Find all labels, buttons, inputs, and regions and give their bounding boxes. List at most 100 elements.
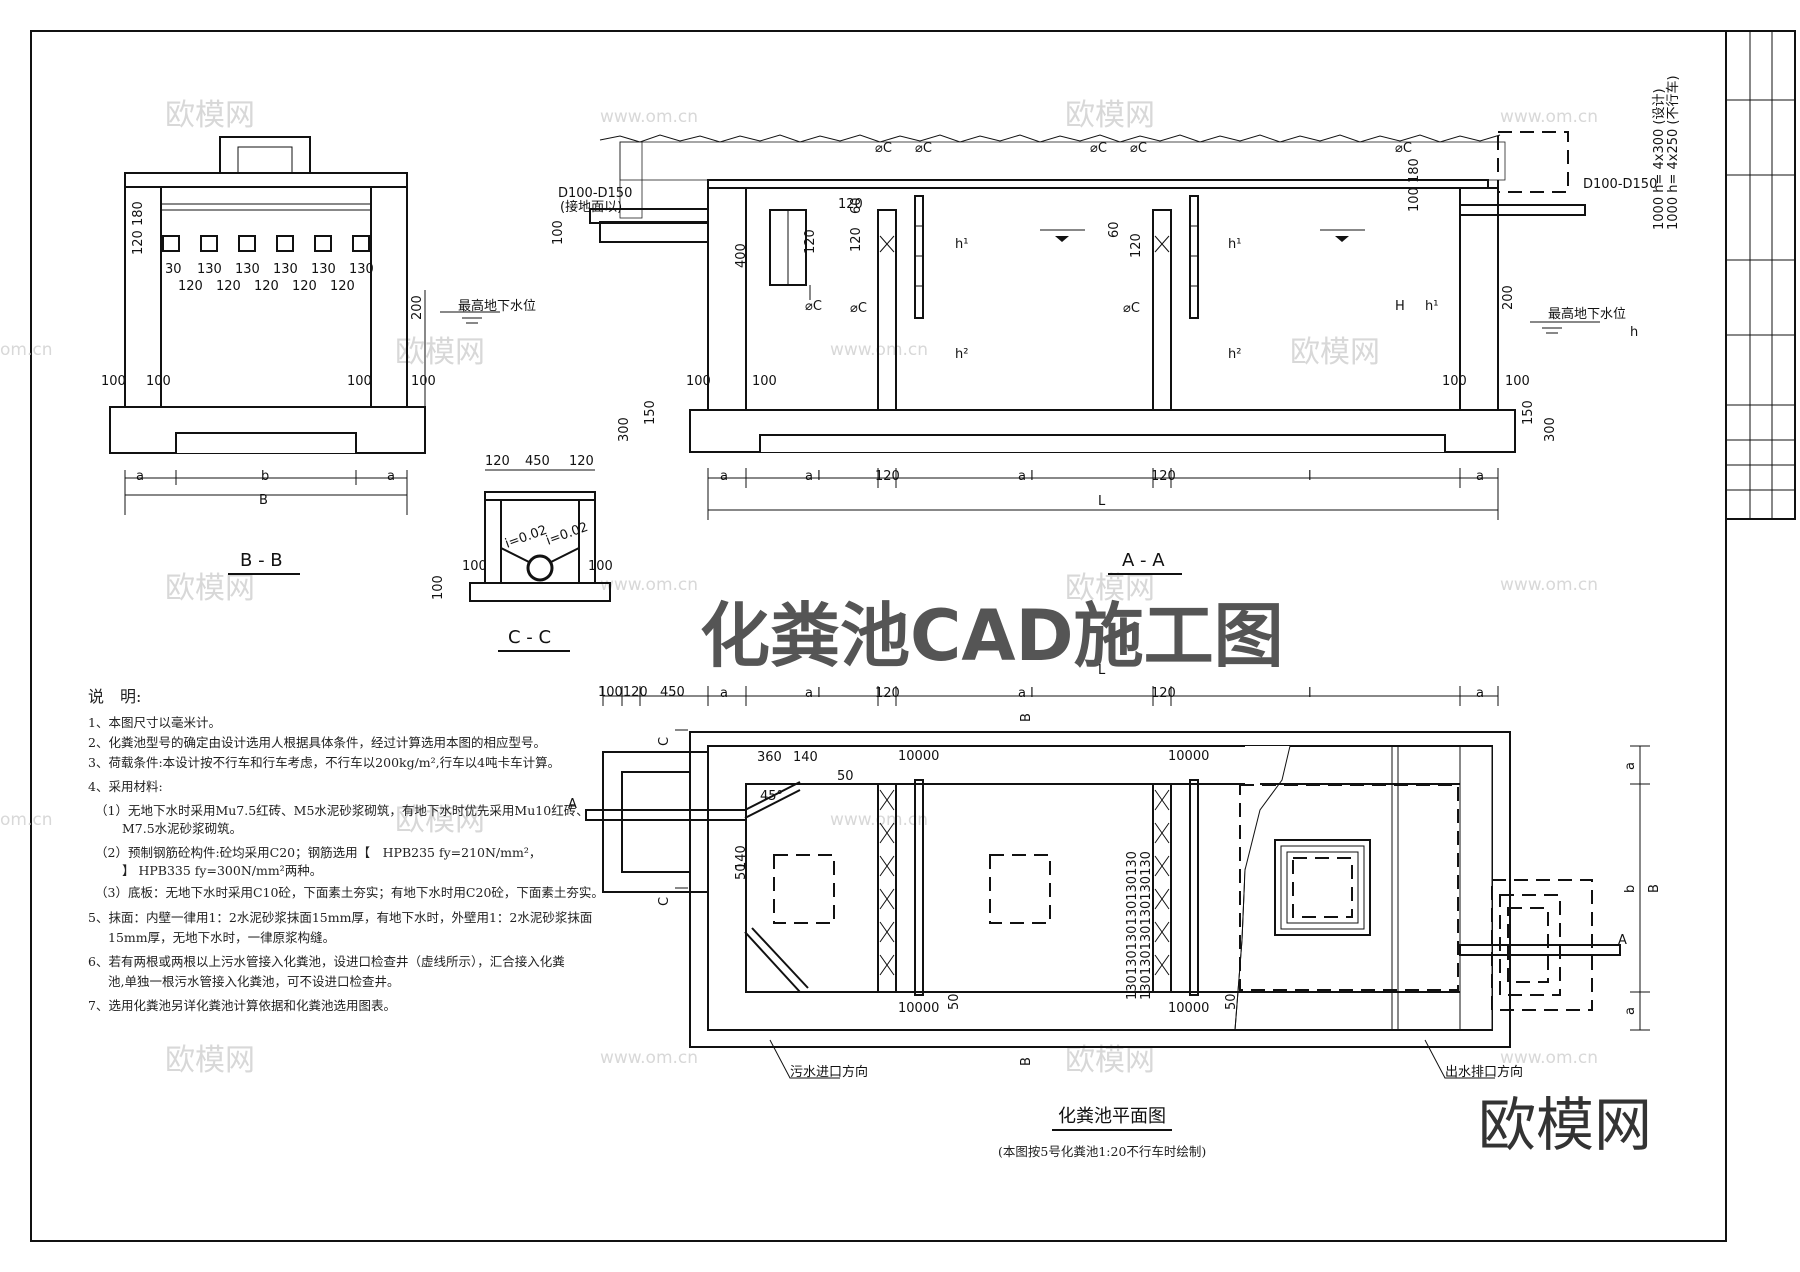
dimension-label: 450 — [525, 454, 550, 469]
section-bb-label: B - B — [240, 550, 283, 571]
section-b-b: 30 130 130 130 130 130 120 120 120 120 1… — [101, 136, 536, 575]
dimension-label: 100 — [1505, 374, 1530, 389]
dimension-label: 60 — [1107, 221, 1122, 238]
note-line: 池,单独一根污水管接入化粪池，可不设进口检查井。 — [108, 974, 399, 989]
dimension-label: 100 — [588, 559, 613, 574]
dimension-label: 100 180 — [1407, 158, 1422, 212]
dimension-label: 100 — [146, 374, 171, 389]
page-title: 化粪池CAD施工图 — [700, 595, 1284, 677]
watermark-cn: 欧模网 — [1065, 571, 1155, 606]
dimension-label: 130130130130130130 — [1125, 851, 1140, 1000]
dimension-label: b — [1623, 885, 1638, 893]
plan-title: 化粪池平面图 — [1058, 1106, 1166, 1127]
dimension-label: 100 — [1442, 374, 1467, 389]
dimension-label: A — [1618, 933, 1627, 948]
dimension-label: B — [259, 493, 268, 508]
note-line: （3）底板：无地下水时采用C10砼，下面素土夯实；有地下水时用C20砼，下面素土… — [95, 885, 604, 900]
dimension-label: a l — [1018, 686, 1034, 701]
dimension-label: 130 — [311, 262, 336, 277]
watermark-url: www.om.cn — [830, 340, 928, 360]
dimension-label: 100 — [752, 374, 777, 389]
dimension-label: h¹ — [1425, 299, 1438, 314]
dimension-label: 120 — [292, 279, 317, 294]
dimension-label: 120 — [1151, 469, 1176, 484]
dimension-label: 50 — [837, 769, 854, 784]
dimension-label: a — [136, 469, 144, 484]
dimension-label: 120 — [330, 279, 355, 294]
watermark-cn: 欧模网 — [165, 571, 255, 606]
dimension-label: i=0.02 — [503, 523, 549, 552]
outlet-pipe-label: D100-D150 — [1583, 177, 1657, 192]
dimension-label: 400 — [734, 243, 749, 268]
dimension-label: l — [1308, 469, 1312, 484]
section-cc-label: C - C — [508, 627, 551, 648]
dimension-label: a — [1623, 1007, 1638, 1015]
dimension-label: 120 — [849, 227, 864, 252]
dimension-label: 污水进口方向 — [790, 1064, 868, 1080]
dimension-label: ⌀C — [915, 141, 932, 156]
watermark-url: www.om.cn — [600, 575, 698, 595]
dimension-label: i=0.02 — [544, 520, 590, 549]
note-line: （2）预制钢筋砼构件:砼均采用C20；钢筋选用【 HPB235 fy=210N/… — [95, 845, 541, 860]
watermark-cn: 欧模网 — [1065, 98, 1155, 133]
dimension-label: 120 180 — [131, 201, 146, 255]
plan-subtitle: (本图按5号化粪池1:20不行车时绘制) — [998, 1144, 1206, 1159]
dimension-label: A — [568, 797, 577, 812]
dimension-label: 120 — [178, 279, 203, 294]
dimension-label: 120 — [1151, 686, 1176, 701]
dimension-label: 100 — [686, 374, 711, 389]
dimension-label: L — [1098, 663, 1106, 678]
dimension-label: 10000 — [898, 1001, 939, 1016]
dimension-label: 130 — [235, 262, 260, 277]
note-line: 2、化粪池型号的确定由设计选用人根据具体条件，经过计算选用本图的相应型号。 — [88, 735, 546, 750]
note-line: 15mm厚，无地下水时，一律原浆构缝。 — [108, 930, 335, 945]
dimension-label: ⌀C — [875, 141, 892, 156]
dimension-label: (接地面以) — [560, 199, 622, 215]
dimension-label: 130 — [349, 262, 374, 277]
watermark-cn: 欧模网 — [165, 1043, 255, 1078]
watermark-url: www.om.cn — [600, 1048, 698, 1068]
dimension-label: 120 — [875, 469, 900, 484]
dimension-label: 100 — [101, 374, 126, 389]
dimension-label: a — [387, 469, 395, 484]
dimension-label: a — [720, 686, 728, 701]
dimension-label: 10000 — [898, 749, 939, 764]
dimension-label: 10000 — [1168, 1001, 1209, 1016]
dimension-label: 360 — [757, 750, 782, 765]
watermark-url: www.om.cn — [830, 810, 928, 830]
notes: 说 明: 1、本图尺寸以毫米计。 2、化粪池型号的确定由设计选用人根据具体条件，… — [88, 687, 604, 1013]
dimension-label: C — [657, 737, 672, 746]
dimension-label: ⌀C — [805, 299, 822, 314]
dimension-label: 150 — [643, 400, 658, 425]
dimension-label: 60 — [849, 197, 864, 214]
dimension-label: 130130130130130130 — [1139, 851, 1154, 1000]
dimension-label: 30 — [165, 262, 182, 277]
dimension-label: 200 — [410, 295, 425, 320]
plan-view: 100120 450 a a l 120 a l 120 l a L — [568, 663, 1662, 1159]
section-aa-label: A - A — [1122, 550, 1165, 571]
dimension-label: h — [1630, 325, 1638, 340]
dimension-label: ⌀C — [850, 301, 867, 316]
note-line: M7.5水泥砂浆砌筑。 — [122, 821, 242, 836]
note-line: 5、抹面：内壁一律用1：2水泥砂浆抹面15mm厚，有地下水时，外壁用1：2水泥砂… — [88, 910, 592, 925]
dimension-label: 120 — [216, 279, 241, 294]
note-line: 3、荷载条件:本设计按不行车和行车考虑，不行车以200kg/m²,行车以4吨卡车… — [88, 755, 560, 770]
dimension-label: 45° — [760, 789, 783, 804]
dimension-label: b — [261, 469, 269, 484]
watermark-url: www.om.cn — [1500, 1048, 1598, 1068]
dimension-label: ⌀C — [1090, 141, 1107, 156]
dimension-label: 200 — [1501, 285, 1516, 310]
dimension-label: a — [1623, 762, 1638, 770]
note-line: 6、若有两根或两根以上污水管接入化粪池，设进口检查井（虚线所示），汇合接入化粪 — [88, 954, 565, 969]
logo: 欧模网 — [1478, 1091, 1652, 1159]
dimension-label: 120 — [803, 229, 818, 254]
dimension-label: h¹ — [1228, 237, 1241, 252]
dimension-label: 100 — [462, 559, 487, 574]
dimension-label: 300 — [1543, 417, 1558, 442]
dimension-label: B — [1647, 884, 1662, 893]
dimension-label: a l — [1018, 469, 1034, 484]
drawing-frame — [30, 30, 1796, 1242]
section-a-a: D100-D150 (接地面以) 100 — [551, 75, 1681, 575]
dimension-label: C — [657, 897, 672, 906]
dimension-label: 140 — [734, 845, 749, 870]
